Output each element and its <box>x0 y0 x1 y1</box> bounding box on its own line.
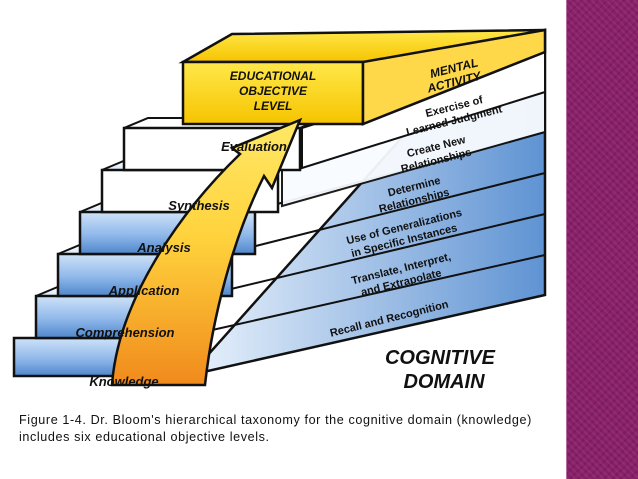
header-line-1: EDUCATIONAL <box>230 69 316 83</box>
level-label-1: Knowledge <box>89 374 158 389</box>
bloom-taxonomy-diagram: EDUCATIONAL OBJECTIVE LEVEL MENTAL ACTIV… <box>12 28 547 393</box>
figure-caption: Figure 1-4. Dr. Bloom's hierarchical tax… <box>19 413 532 444</box>
side-line-3 <box>231 172 546 253</box>
level-label-3: Application <box>108 283 180 298</box>
domain-label-line-2: DOMAIN <box>403 371 485 393</box>
decorative-side-panel <box>566 0 638 479</box>
level-labels: Knowledge Comprehension Application Anal… <box>76 139 287 389</box>
domain-label-line-1: COGNITIVE <box>385 347 496 369</box>
top-block-front <box>181 60 365 126</box>
level-label-5: Synthesis <box>168 198 229 213</box>
top-block-side <box>361 28 547 126</box>
side-line-1 <box>189 254 546 336</box>
side-line-2 <box>209 213 546 295</box>
level-label-6: Evaluation <box>221 139 287 154</box>
level-label-4: Analysis <box>136 240 190 255</box>
level-label-2: Comprehension <box>76 325 175 340</box>
header-line-2: OBJECTIVE <box>239 84 308 98</box>
arrow-body <box>110 117 303 387</box>
top-block: EDUCATIONAL OBJECTIVE LEVEL MENTAL ACTIV… <box>178 28 547 126</box>
header-line-3: LEVEL <box>254 99 293 113</box>
progress-arrow <box>110 117 303 387</box>
